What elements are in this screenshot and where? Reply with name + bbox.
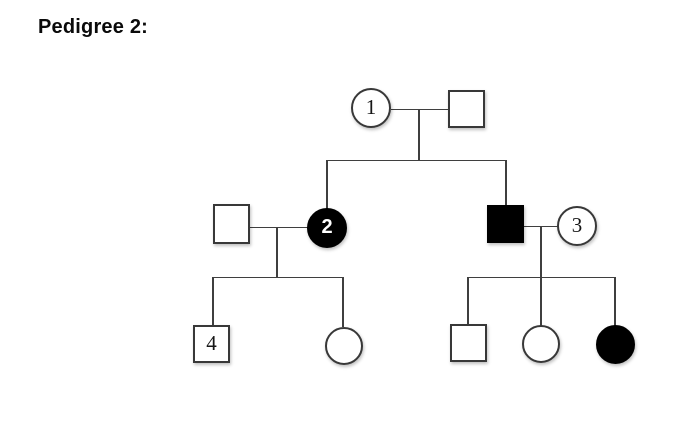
descent-line-to-III-5: [614, 277, 616, 326]
sibship-line-gen3-left: [213, 276, 343, 279]
individual-I-2-male-square: [448, 90, 485, 128]
descent-line-gen2-left: [276, 227, 278, 277]
descent-line-to-II-3: [505, 160, 507, 206]
descent-line-gen2-right: [540, 226, 542, 277]
individual-label: 4: [206, 330, 217, 355]
individual-III-3-male-square: [450, 324, 487, 362]
individual-I-1-female-circle: 1: [351, 88, 391, 128]
individual-III-2-female-circle: [325, 327, 363, 365]
descent-line-to-III-4: [540, 277, 542, 326]
individual-II-1-male-square: [213, 204, 250, 244]
descent-line-to-III-1: [212, 277, 214, 325]
descent-line-to-II-2: [326, 160, 328, 209]
individual-III-4-female-circle: [522, 325, 560, 363]
individual-label: 2: [321, 216, 333, 238]
individual-label: 1: [365, 94, 377, 119]
individual-III-5-female-circle-affected: [596, 325, 635, 364]
individual-II-2-female-circle-affected: 2: [307, 208, 347, 248]
individual-II-3-male-square-affected: [487, 205, 524, 243]
sibship-line-gen2: [326, 159, 507, 162]
individual-II-4-female-circle: 3: [557, 206, 597, 246]
descent-line-gen1: [418, 109, 420, 160]
descent-line-to-III-2: [342, 277, 344, 327]
descent-line-to-III-3: [467, 277, 469, 324]
individual-III-1-male-square: 4: [193, 325, 230, 363]
page-title: Pedigree 2:: [38, 16, 149, 38]
couple-line-gen2-left: [250, 226, 308, 229]
individual-label: 3: [571, 212, 583, 237]
